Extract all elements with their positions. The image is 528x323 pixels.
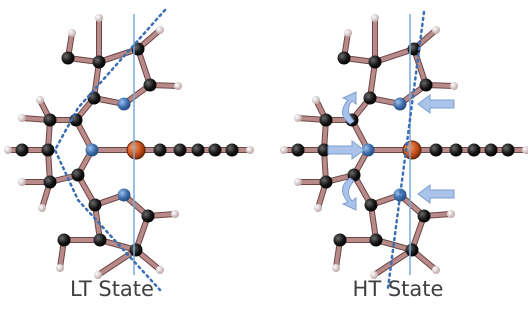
carbon-atom <box>129 243 143 257</box>
carbon-atom <box>143 78 157 92</box>
hydrogen-atom <box>312 96 320 104</box>
arrow-left-icon <box>417 94 455 114</box>
carbon-atom <box>467 143 481 157</box>
hydrogen-atom <box>370 271 378 279</box>
hydrogen-atom <box>432 26 440 34</box>
carbon-atom <box>43 113 57 127</box>
carbon-atom <box>93 233 107 247</box>
reference-lines <box>386 10 426 290</box>
metal-atom <box>126 140 146 160</box>
hydrogen-atom <box>450 82 458 90</box>
carbon-atom <box>43 175 57 189</box>
bond <box>96 248 138 277</box>
panel-lt-state <box>4 8 254 292</box>
nitrogen-atom <box>361 143 375 157</box>
carbon-atom <box>484 143 498 157</box>
carbon-atom <box>208 143 222 157</box>
carbon-atom <box>319 113 333 127</box>
hydrogen-atom <box>95 14 103 22</box>
carbon-atom <box>15 143 29 157</box>
molecule-atoms <box>4 14 254 279</box>
carbon-atom <box>419 78 433 92</box>
nitrogen-atom <box>393 97 407 111</box>
hydrogen-atom <box>174 82 182 90</box>
hydrogen-atom <box>156 266 164 274</box>
carbon-atom <box>319 175 333 189</box>
hydrogen-atom <box>371 14 379 22</box>
panel-ht-state <box>280 10 528 290</box>
carbon-atom <box>449 143 463 157</box>
bond <box>373 47 416 64</box>
carbon-atom <box>88 198 102 212</box>
bond <box>97 47 140 64</box>
reference-lines <box>53 8 167 292</box>
hydrogen-atom <box>171 210 179 218</box>
hydrogen-atom <box>432 266 440 274</box>
hydrogen-atom <box>36 96 44 104</box>
hydrogen-atom <box>332 264 340 272</box>
hydrogen-atom <box>246 146 254 154</box>
carbon-atom <box>61 51 75 65</box>
carbon-atom <box>363 91 377 105</box>
carbon-atom <box>87 91 101 105</box>
ht-state-label: HT State <box>353 277 444 301</box>
carbon-atom <box>317 143 331 157</box>
hydrogen-atom <box>447 210 455 218</box>
carbon-atom <box>501 143 515 157</box>
hydrogen-atom <box>314 204 322 212</box>
nitrogen-atom <box>393 188 407 202</box>
carbon-atom <box>69 113 83 127</box>
hydrogen-atom <box>94 271 102 279</box>
carbon-atom <box>92 55 106 69</box>
hydrogen-atom <box>344 29 352 37</box>
hydrogen-atom <box>294 178 302 186</box>
carbon-atom <box>333 233 347 247</box>
nitrogen-atom <box>85 143 99 157</box>
bond <box>372 248 414 277</box>
carbon-atom <box>71 168 85 182</box>
curved-arrow-icon <box>341 177 357 211</box>
dotted-guide-line <box>53 8 167 292</box>
arrow-left-icon <box>417 184 455 204</box>
carbon-atom <box>429 143 443 157</box>
carbon-atom <box>225 143 239 157</box>
carbon-atom <box>291 143 305 157</box>
hydrogen-atom <box>68 29 76 37</box>
carbon-atom <box>191 143 205 157</box>
carbon-atom <box>405 243 419 257</box>
hydrogen-atom <box>18 178 26 186</box>
hydrogen-atom <box>18 114 26 122</box>
carbon-atom <box>153 143 167 157</box>
lt-state-label: LT State <box>70 277 154 301</box>
arrow-right-icon <box>327 140 365 160</box>
nitrogen-atom <box>117 188 131 202</box>
carbon-atom <box>57 233 71 247</box>
curved-arrow-icon <box>341 91 357 125</box>
motion-arrows <box>327 91 455 211</box>
carbon-atom <box>417 209 431 223</box>
carbon-atom <box>369 233 383 247</box>
hydrogen-atom <box>4 146 12 154</box>
hydrogen-atom <box>38 204 46 212</box>
carbon-atom <box>41 143 55 157</box>
carbon-atom <box>173 143 187 157</box>
hydrogen-atom <box>294 114 302 122</box>
hydrogen-atom <box>56 264 64 272</box>
hydrogen-atom <box>522 146 528 154</box>
carbon-atom <box>337 51 351 65</box>
carbon-atom <box>364 198 378 212</box>
carbon-atom <box>368 55 382 69</box>
dotted-guide-line <box>386 10 426 290</box>
hydrogen-atom <box>156 26 164 34</box>
carbon-atom <box>141 209 155 223</box>
nitrogen-atom <box>117 97 131 111</box>
hydrogen-atom <box>280 146 288 154</box>
